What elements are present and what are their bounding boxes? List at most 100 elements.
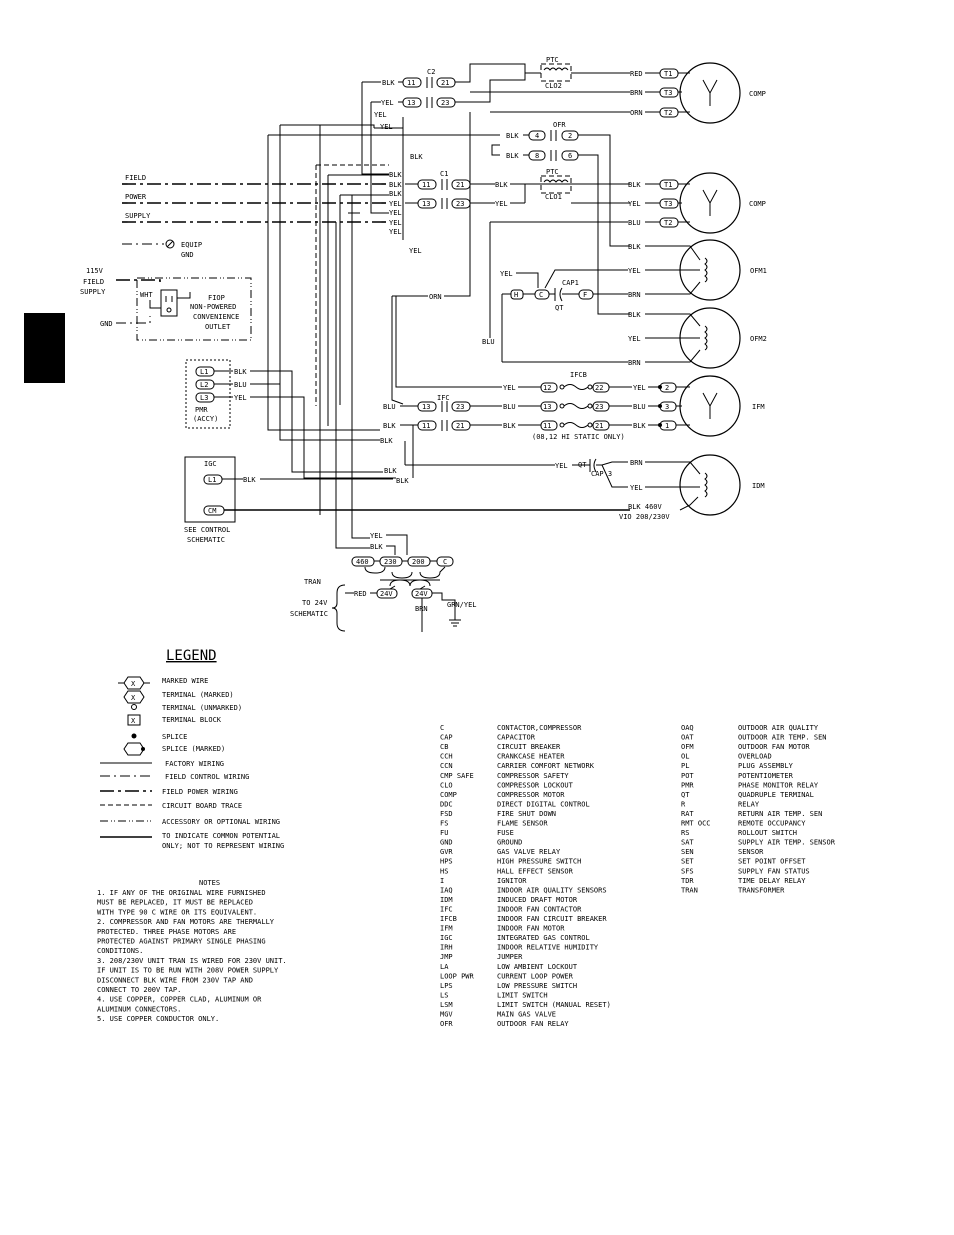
abbrev-desc: GAS VALVE RELAY bbox=[497, 848, 561, 856]
svg-text:L3: L3 bbox=[200, 394, 208, 402]
abbrev-desc: PHASE MONITOR RELAY bbox=[738, 781, 819, 789]
svg-text:TO 24V: TO 24V bbox=[302, 599, 328, 607]
abbrev-code: OFM bbox=[681, 743, 694, 751]
abbrev-desc: LIMIT SWITCH bbox=[497, 991, 548, 999]
svg-text:BLK: BLK bbox=[234, 368, 247, 376]
svg-text:2: 2 bbox=[568, 132, 572, 140]
svg-text:11: 11 bbox=[543, 422, 551, 430]
abbrev-code: PMR bbox=[681, 781, 694, 789]
convenience-outlet: 115V FIELD SUPPLY WHT FIOP NON-POWERED C… bbox=[80, 267, 252, 341]
svg-text:MARKED WIRE: MARKED WIRE bbox=[162, 677, 208, 685]
svg-text:11: 11 bbox=[422, 422, 430, 430]
abbrev-code: CCH bbox=[440, 753, 453, 761]
svg-text:QT: QT bbox=[555, 304, 564, 312]
abbrev-code: IGC bbox=[440, 934, 453, 942]
svg-text:BRN: BRN bbox=[630, 89, 643, 97]
abbrev-code: FS bbox=[440, 820, 448, 828]
abbrev-desc: CARRIER COMFORT NETWORK bbox=[497, 762, 595, 770]
svg-text:C: C bbox=[443, 558, 447, 566]
abbrev-desc: SUPPLY AIR TEMP. SENSOR bbox=[738, 839, 836, 847]
abbrev-desc: FLAME SENSOR bbox=[497, 820, 548, 828]
svg-text:24V: 24V bbox=[415, 590, 428, 598]
abbrev-code: RS bbox=[681, 829, 689, 837]
svg-text:F: F bbox=[583, 291, 587, 299]
note-line: ALUMINUM CONNECTORS. bbox=[97, 1005, 181, 1013]
svg-text:200: 200 bbox=[412, 558, 425, 566]
note-line: IF UNIT IS TO BE RUN WITH 208V POWER SUP… bbox=[97, 967, 279, 975]
svg-text:SPLICE: SPLICE bbox=[162, 733, 187, 741]
ifc-contactor: IFC 13 23 11 21 bbox=[417, 394, 471, 431]
svg-text:22: 22 bbox=[595, 384, 603, 392]
svg-text:FIOP: FIOP bbox=[208, 294, 225, 302]
abbrev-code: SFS bbox=[681, 867, 694, 875]
svg-text:11: 11 bbox=[422, 181, 430, 189]
svg-text:21: 21 bbox=[441, 79, 449, 87]
abbrev-code: FSD bbox=[440, 810, 453, 818]
svg-text:TERMINAL BLOCK: TERMINAL BLOCK bbox=[162, 716, 222, 724]
svg-text:CLO2: CLO2 bbox=[545, 82, 562, 90]
svg-text:YEL: YEL bbox=[374, 111, 387, 119]
svg-text:YEL: YEL bbox=[389, 228, 402, 236]
svg-text:T1: T1 bbox=[664, 181, 672, 189]
svg-text:T1: T1 bbox=[664, 70, 672, 78]
abbrev-code: CLO bbox=[440, 781, 453, 789]
abbrev-desc: HALL EFFECT SENSOR bbox=[497, 867, 574, 875]
abbrev-desc: PLUG ASSEMBLY bbox=[738, 762, 794, 770]
svg-text:YEL: YEL bbox=[628, 267, 641, 275]
svg-text:SPLICE (MARKED): SPLICE (MARKED) bbox=[162, 745, 225, 753]
c2-label: C2 bbox=[427, 68, 435, 76]
svg-text:X: X bbox=[131, 717, 136, 725]
abbrev-code: TDR bbox=[681, 877, 694, 885]
svg-text:BLK: BLK bbox=[384, 467, 397, 475]
comp-upper-motor: COMP bbox=[679, 62, 766, 124]
svg-text:YEL: YEL bbox=[381, 99, 394, 107]
svg-text:BLK: BLK bbox=[383, 422, 396, 430]
note-line: 4. USE COPPER, COPPER CLAD, ALUMINUM OR bbox=[97, 996, 262, 1004]
svg-text:BRN: BRN bbox=[628, 359, 641, 367]
abbrev-desc: MAIN GAS VALVE bbox=[497, 1011, 556, 1019]
abbrev-code: SET bbox=[681, 858, 694, 866]
note-line: 5. USE COPPER CONDUCTOR ONLY. bbox=[97, 1015, 219, 1023]
svg-text:TO INDICATE COMMON POTENTIAL: TO INDICATE COMMON POTENTIAL bbox=[162, 832, 280, 840]
svg-text:CAP1: CAP1 bbox=[562, 279, 579, 287]
svg-text:BLK: BLK bbox=[628, 243, 641, 251]
abbrev-desc: JUMPER bbox=[497, 953, 523, 961]
abbrev-code: TRAN bbox=[681, 886, 698, 894]
abbrev-desc: FIRE SHUT DOWN bbox=[497, 810, 556, 818]
note-line: CONDITIONS. bbox=[97, 947, 143, 955]
abbrev-desc: QUADRUPLE TERMINAL bbox=[738, 791, 814, 799]
svg-text:GND: GND bbox=[181, 251, 194, 259]
abbrev-desc: INTEGRATED GAS CONTROL bbox=[497, 934, 590, 942]
abbrev-desc: TIME DELAY RELAY bbox=[738, 877, 806, 885]
equip-ground: EQUIP GND bbox=[122, 239, 202, 259]
svg-text:BLU: BLU bbox=[482, 338, 495, 346]
abbrev-code: IFC bbox=[440, 905, 453, 913]
abbrev-desc: COMPRESSOR SAFETY bbox=[497, 772, 569, 780]
c1-contactor: C1 11 21 13 23 bbox=[417, 170, 471, 209]
abbrev-desc: OUTDOOR FAN MOTOR bbox=[738, 743, 810, 751]
comp-upper-label: COMP bbox=[749, 90, 766, 98]
abbrev-code: PL bbox=[681, 762, 689, 770]
svg-text:PTC: PTC bbox=[546, 56, 559, 64]
svg-text:OFR: OFR bbox=[553, 121, 566, 129]
svg-text:CM: CM bbox=[208, 507, 216, 515]
svg-text:SCHEMATIC: SCHEMATIC bbox=[187, 536, 225, 544]
svg-text:L1: L1 bbox=[200, 368, 208, 376]
svg-text:FIELD: FIELD bbox=[125, 174, 146, 182]
svg-text:3: 3 bbox=[665, 403, 669, 411]
svg-text:YEL: YEL bbox=[628, 200, 641, 208]
svg-text:YEL: YEL bbox=[389, 200, 402, 208]
abbrev-code: MGV bbox=[440, 1011, 453, 1019]
abbrev-code: IFM bbox=[440, 925, 453, 933]
svg-text:L1: L1 bbox=[208, 476, 216, 484]
svg-text:BLK: BLK bbox=[628, 181, 641, 189]
abbrev-desc: CAPACITOR bbox=[497, 734, 536, 742]
transformer: 460 230 200 C TRAN 24V 24V bbox=[304, 556, 454, 599]
svg-text:13: 13 bbox=[422, 403, 430, 411]
svg-text:BLK: BLK bbox=[633, 422, 646, 430]
svg-text:BLU: BLU bbox=[234, 381, 247, 389]
svg-text:BLK: BLK bbox=[370, 543, 383, 551]
svg-text:C1: C1 bbox=[440, 170, 448, 178]
